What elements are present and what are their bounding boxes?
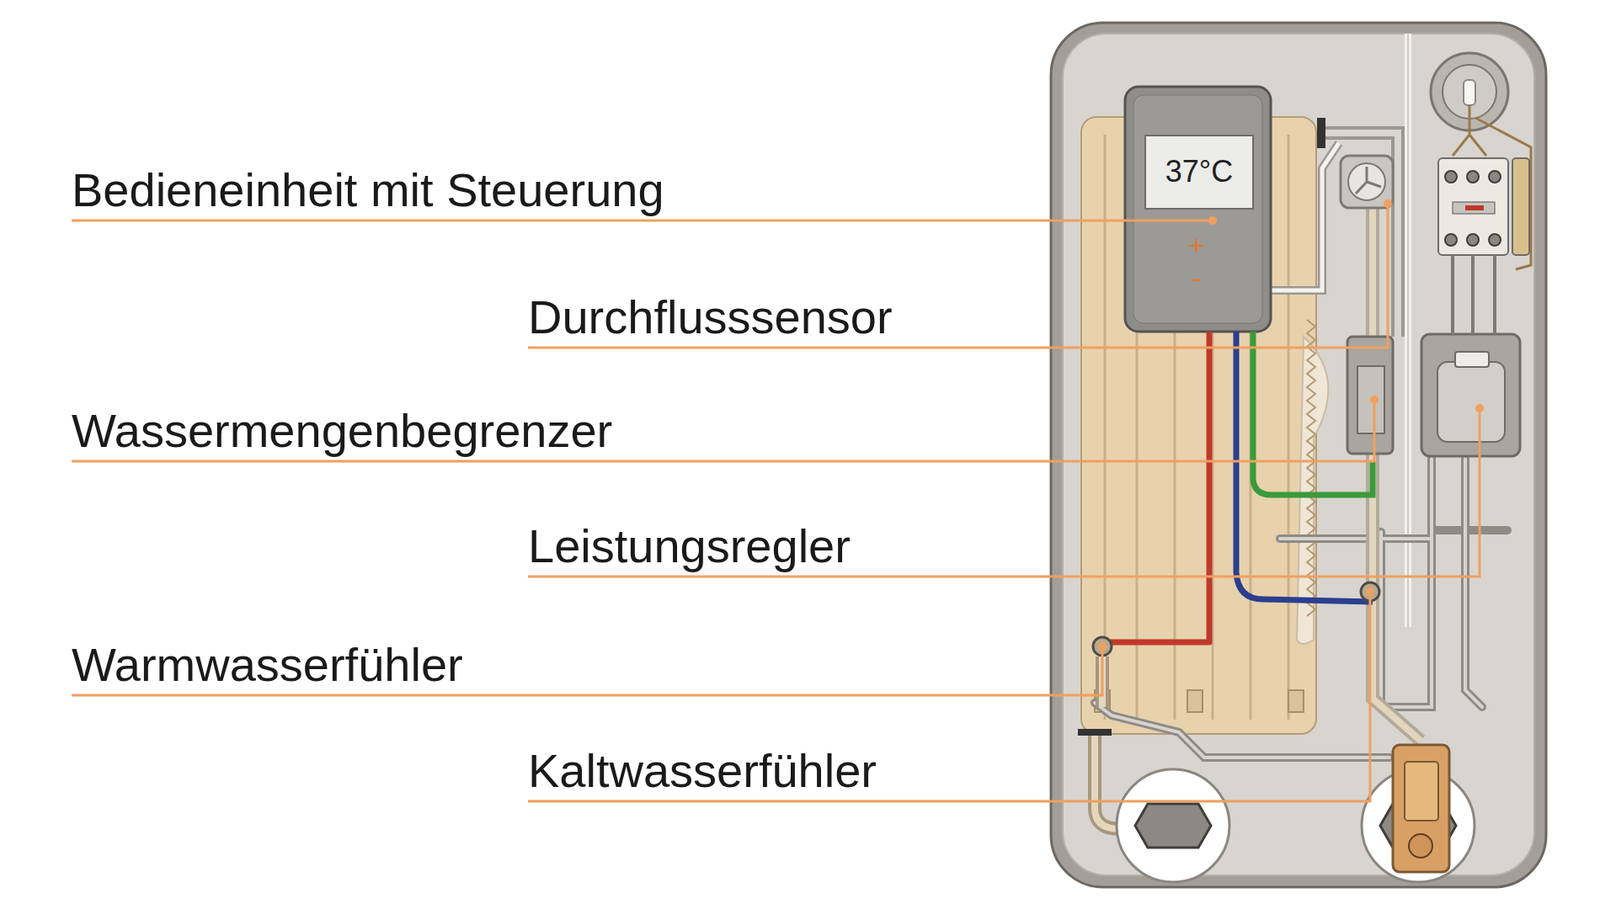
callout-label: Kaltwasserfühler: [528, 742, 877, 800]
inlet-valve: [1392, 745, 1450, 873]
power-controller-top: [1455, 352, 1489, 368]
power-controller-cover: [1437, 362, 1505, 443]
cable: [1463, 80, 1476, 106]
limiter-wire: [1253, 331, 1373, 496]
outlet-nut: [1317, 117, 1326, 149]
controller-wires: [1452, 255, 1495, 335]
callout-label: Durchflusssensor: [528, 288, 893, 346]
terminal-screws: [1445, 170, 1501, 246]
control-unit: [1125, 86, 1271, 332]
inlet-valve-knob: [1408, 834, 1433, 859]
heating-feet: [1094, 690, 1304, 713]
leader-dots: [1098, 199, 1484, 651]
flow-limiter: [1347, 336, 1393, 454]
cold-sensor-wire: [1236, 331, 1373, 603]
control-unit-face: [1133, 95, 1263, 324]
flow-sensor-vanes: [1355, 166, 1382, 194]
back-panel: [1062, 33, 1535, 876]
display: [1145, 135, 1254, 209]
terminal-fuse: [1452, 202, 1495, 214]
sensor-cable-inner: [1263, 143, 1339, 291]
display-reading: 37°C: [1165, 153, 1233, 190]
heating-wire: [1306, 320, 1316, 617]
terminal-indicator: [1465, 205, 1484, 211]
minus-button: -: [1191, 261, 1201, 296]
outlet-clamp: [1077, 729, 1112, 736]
grey-tubes: [1094, 458, 1508, 758]
tube-highlights: [1094, 458, 1483, 758]
flow-limiter-window: [1357, 366, 1385, 434]
flow-sensor-wheel: [1348, 163, 1386, 201]
inlet-valve-window: [1404, 762, 1439, 822]
callout-label: Warmwasserfühler: [71, 636, 464, 694]
housing: [1050, 22, 1547, 888]
callout-label: Wassermengenbegrenzer: [71, 402, 613, 459]
leader-lines: [71, 203, 1480, 802]
hot-connection: [1116, 769, 1230, 883]
sensor-cable: [1263, 143, 1339, 291]
terminal-block: [1438, 158, 1509, 256]
safety-cutout: [1512, 158, 1530, 256]
callout-label: Bedieneinheit mit Steuerung: [71, 161, 665, 219]
flow-sensor: [1340, 155, 1393, 208]
hot-sensor-wire: [1107, 331, 1210, 643]
power-controller: [1421, 334, 1520, 457]
heating-block: [1081, 117, 1317, 735]
hot-connection-nut: [1135, 804, 1211, 848]
plus-button: +: [1188, 228, 1206, 263]
callout-label: Leistungsregler: [528, 517, 851, 575]
